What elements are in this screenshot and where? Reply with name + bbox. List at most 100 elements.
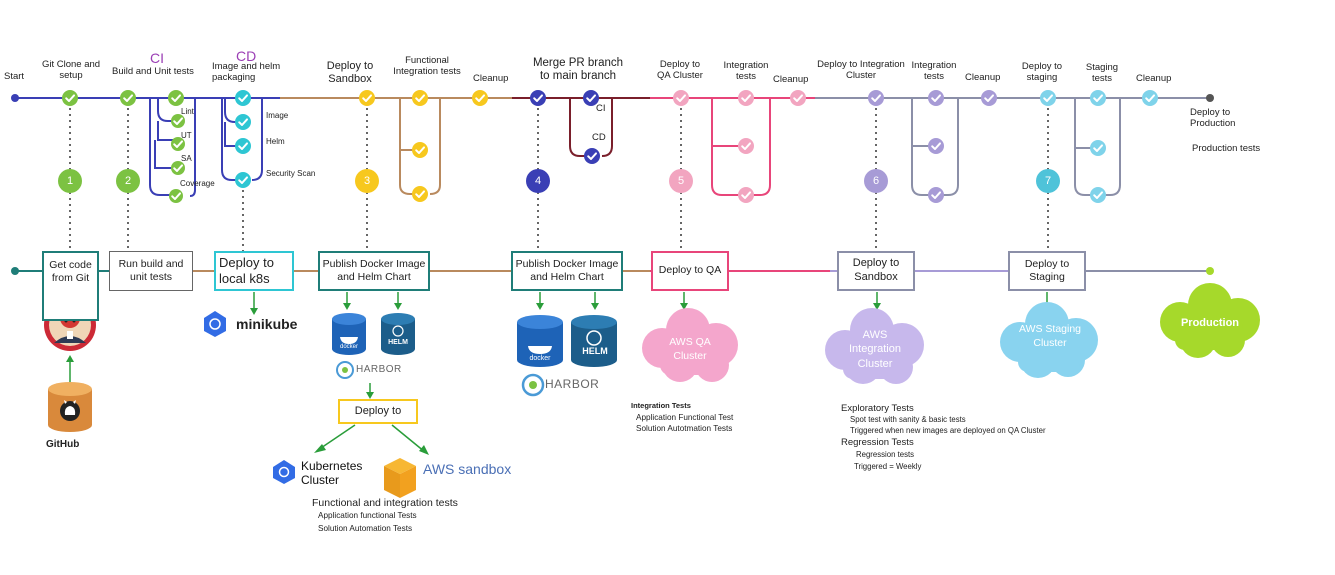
stage-merge-pr: Merge PR branch to main branch: [532, 57, 624, 83]
check-icon: [583, 90, 599, 106]
box-get-code-label: Get code from Git: [49, 259, 92, 285]
stage-deploy-production: Deploy to Production: [1190, 107, 1236, 129]
helm-label: HELM: [582, 346, 608, 356]
qa-tests-title: Integration Tests: [631, 401, 691, 410]
check-icon: [790, 90, 806, 106]
box-publish-1-label: Publish Docker Image and Helm Chart: [322, 257, 426, 283]
cd-heading: CD: [236, 48, 257, 64]
step-number-circles: [58, 169, 1060, 193]
check-icon: [738, 138, 754, 154]
regression-item: Regression tests: [856, 450, 915, 459]
box-deploy-local-label: Deploy to local k8s: [219, 254, 274, 286]
check-icon: [472, 90, 488, 106]
check-icon: [1040, 90, 1056, 106]
ci-heading: CI: [150, 50, 164, 66]
check-icon: [928, 90, 944, 106]
check-icon: [412, 186, 428, 202]
cloud-integration-label: AWS Integration Cluster: [849, 329, 901, 370]
helm-cylinder: [381, 313, 415, 355]
box-deploy-sandbox-label: Deploy to Sandbox: [852, 257, 900, 283]
check-icon: [981, 90, 997, 106]
aws-sandbox-logo: [384, 458, 416, 498]
regression-item: Triggered = Weekly: [854, 462, 922, 471]
box-deploy-staging-label: Deploy to Staging: [1024, 257, 1070, 283]
stage-cleanup-3: Cleanup: [965, 72, 1001, 83]
cd-substep-image: Image: [266, 111, 289, 120]
sandbox-tests-item: Solution Automation Tests: [318, 524, 413, 533]
step-number: 6: [872, 175, 880, 187]
box-deploy-sandbox: Deploy to Sandbox: [837, 251, 915, 291]
check-icon: [235, 90, 251, 106]
box-publish-1: Publish Docker Image and Helm Chart: [318, 251, 430, 291]
check-icon: [171, 161, 185, 175]
docker-cylinder: [332, 313, 366, 355]
docker-label: docker: [529, 355, 551, 362]
exploratory-item: Triggered when new images are deployed o…: [850, 426, 1046, 435]
check-icon: [1090, 187, 1106, 203]
ci-branches: [149, 98, 196, 197]
cloud-integration: [825, 308, 924, 384]
box-deploy-to-label: Deploy to: [354, 404, 402, 417]
qa-tests-item: Application Functional Test: [636, 413, 734, 422]
stage-integration-tests-1: Integration tests: [723, 60, 769, 82]
ci-substep-coverage: Coverage: [180, 179, 215, 188]
stage-deploy-integration: Deploy to Integration Cluster: [817, 59, 905, 81]
regression-title: Regression Tests: [841, 437, 914, 448]
step-number: 1: [66, 175, 74, 187]
minikube-logo: [204, 311, 226, 337]
dotted-connectors: [69, 108, 1049, 252]
cloud-production-label: Production: [1180, 317, 1240, 329]
stage-staging-tests: Staging tests: [1085, 62, 1119, 84]
stage-build-unit: Build and Unit tests: [112, 66, 194, 77]
check-icon: [120, 90, 136, 106]
docker-label: docker: [339, 344, 358, 350]
minikube-label: minikube: [236, 316, 298, 332]
check-icon: [928, 138, 944, 154]
box-deploy-qa-label: Deploy to QA: [658, 264, 722, 277]
stage-cleanup-2: Cleanup: [773, 74, 809, 85]
check-icon: [62, 90, 78, 106]
check-icon: [168, 90, 184, 106]
stage-functional-integration: Functional Integration tests: [393, 55, 461, 77]
merge-substep-ci: CI: [596, 103, 606, 114]
cloud-staging: [1000, 302, 1098, 378]
arrows: [66, 292, 1051, 455]
check-icon: [584, 148, 600, 164]
ci-substep-ut: UT: [181, 131, 192, 140]
ci-substep-lint: Lint: [181, 107, 194, 116]
stage-deploy-qa: Deploy to QA Cluster: [657, 59, 703, 81]
check-icon: [1142, 90, 1158, 106]
check-icon: [1090, 90, 1106, 106]
box-deploy-staging: Deploy to Staging: [1008, 251, 1086, 291]
check-icon: [738, 90, 754, 106]
github-logo: [48, 382, 92, 432]
kubernetes-logo: [273, 460, 295, 484]
step-number: 3: [363, 175, 371, 187]
cloud-qa-label: AWS QA Cluster: [669, 336, 711, 362]
github-label: GitHub: [46, 439, 80, 450]
box-publish-2-label: Publish Docker Image and Helm Chart: [515, 257, 619, 283]
box-get-code: Get code from Git: [42, 251, 99, 321]
kubernetes-label: Kubernetes Cluster: [301, 459, 363, 487]
docker-cylinder: [517, 315, 563, 367]
check-icon: [169, 189, 183, 203]
stage-cleanup-1: Cleanup: [473, 73, 509, 84]
check-icon: [412, 90, 428, 106]
helm-label: HELM: [388, 339, 408, 346]
harbor-label: HARBOR: [545, 377, 600, 391]
check-icon: [1090, 140, 1106, 156]
sandbox-tests-title: Functional and integration tests: [312, 497, 458, 509]
stage-start: Start: [4, 71, 25, 82]
helm-cylinder: [571, 315, 617, 367]
check-icon: [235, 138, 251, 154]
stage-cleanup-4: Cleanup: [1136, 73, 1172, 84]
exploratory-title: Exploratory Tests: [841, 403, 914, 414]
stage-production-tests: Production tests: [1192, 143, 1261, 154]
box-publish-2: Publish Docker Image and Helm Chart: [511, 251, 623, 291]
stage-checkpoints: [62, 90, 1158, 203]
stage-image-helm: Image and helm packaging: [212, 61, 281, 83]
exploratory-item: Spot test with sanity & basic tests: [850, 415, 966, 424]
check-icon: [412, 142, 428, 158]
check-icon: [171, 114, 185, 128]
